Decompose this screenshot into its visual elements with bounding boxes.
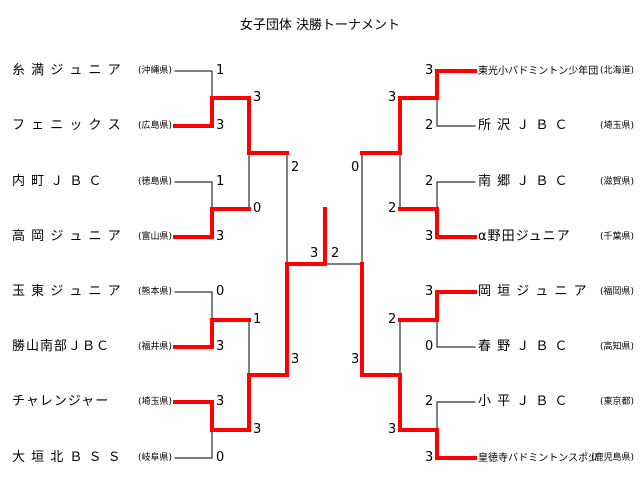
score: 2 <box>425 118 434 133</box>
team-right-6: 春 野 Ｊ Ｂ Ｃ (高知県) <box>478 339 634 355</box>
team-right-8: 皇徳寺バドミントンスポ少(鹿児島県) <box>478 450 634 466</box>
team-left-7: チャレンジャー (埼玉県) <box>12 394 172 410</box>
team-name: 糸 満 ジ ュ ニ ア <box>12 63 122 78</box>
score: 3 <box>351 352 360 367</box>
team-prefecture: (鹿児島県) <box>590 453 634 463</box>
team-prefecture: (徳島県) <box>137 177 172 187</box>
team-name: 南 郷 Ｊ Ｂ Ｃ <box>478 174 569 189</box>
score: 3 <box>425 63 434 78</box>
score: 3 <box>216 229 225 244</box>
team-prefecture: (滋賀県) <box>599 177 634 187</box>
team-right-5: 岡 垣 ジ ュ ニ ア (福岡県) <box>478 284 634 300</box>
team-name: 春 野 Ｊ Ｂ Ｃ <box>478 339 569 354</box>
team-name: 勝山南部ＪＢＣ <box>12 339 111 354</box>
team-prefecture: (富山県) <box>137 232 172 242</box>
score: 1 <box>216 63 225 78</box>
team-right-7: 小 平 Ｊ Ｂ Ｃ (東京都) <box>478 394 634 410</box>
winner-lines <box>173 69 477 460</box>
score: 3 <box>253 422 262 437</box>
team-left-1: 糸 満 ジ ュ ニ ア (沖縄県) <box>12 63 172 79</box>
team-prefecture: (沖縄県) <box>137 66 172 76</box>
score: 3 <box>388 422 397 437</box>
team-name: α野田ジュニア <box>478 229 571 244</box>
team-name: チャレンジャー <box>12 394 110 409</box>
score: 0 <box>216 450 225 465</box>
score: 3 <box>253 90 262 105</box>
final-score-left: 3 <box>310 246 319 261</box>
score: 3 <box>425 284 434 299</box>
score: 2 <box>425 174 434 189</box>
score: 2 <box>425 394 434 409</box>
score: 1 <box>253 312 262 327</box>
team-name: 岡 垣 ジ ュ ニ ア <box>478 284 588 299</box>
score: 3 <box>425 229 434 244</box>
team-left-6: 勝山南部ＪＢＣ (福井県) <box>12 339 172 355</box>
score: 3 <box>216 118 225 133</box>
score: 2 <box>388 201 397 216</box>
team-prefecture: (熊本県) <box>137 287 172 297</box>
team-name: フ ェ ニ ッ ク ス <box>12 118 122 133</box>
team-prefecture: (北海道) <box>599 66 634 76</box>
team-name: 小 平 Ｊ Ｂ Ｃ <box>478 394 569 409</box>
score: 1 <box>216 174 225 189</box>
score: 3 <box>216 339 225 354</box>
team-prefecture: (高知県) <box>599 342 634 352</box>
score: 0 <box>253 201 262 216</box>
team-name: 高 岡 ジ ュ ニ ア <box>12 229 122 244</box>
page-title: 女子団体 決勝トーナメント <box>239 18 401 33</box>
team-name: 内 町 Ｊ Ｂ Ｃ <box>12 174 103 189</box>
team-prefecture: (千葉県) <box>599 232 634 242</box>
score: 2 <box>291 160 300 175</box>
team-left-3: 内 町 Ｊ Ｂ Ｃ (徳島県) <box>12 174 172 190</box>
score: 0 <box>216 284 225 299</box>
team-prefecture: (埼玉県) <box>137 397 172 407</box>
team-prefecture: (岐阜県) <box>137 453 172 463</box>
team-name: 所 沢 Ｊ Ｂ Ｃ <box>478 118 569 133</box>
score: 0 <box>425 339 434 354</box>
team-name: 玉 東 ジ ュ ニ ア <box>12 284 122 299</box>
team-name: 大 垣 北 Ｂ Ｓ Ｓ <box>12 450 122 465</box>
score: 3 <box>216 394 225 409</box>
score: 3 <box>291 352 300 367</box>
team-right-4: α野田ジュニア (千葉県) <box>478 229 634 245</box>
team-left-2: フ ェ ニ ッ ク ス (広島県) <box>12 118 172 134</box>
team-left-8: 大 垣 北 Ｂ Ｓ Ｓ (岐阜県) <box>12 450 172 466</box>
team-prefecture: (埼玉県) <box>599 121 634 131</box>
team-right-3: 南 郷 Ｊ Ｂ Ｃ (滋賀県) <box>478 174 634 190</box>
team-left-4: 高 岡 ジ ュ ニ ア (富山県) <box>12 229 172 245</box>
team-prefecture: (福井県) <box>137 342 172 352</box>
team-right-2: 所 沢 Ｊ Ｂ Ｃ (埼玉県) <box>478 118 634 134</box>
team-name: 東光小バドミントン少年団 <box>478 66 599 77</box>
team-prefecture: (東京都) <box>599 397 634 407</box>
team-left-5: 玉 東 ジ ュ ニ ア (熊本県) <box>12 284 172 300</box>
score: 0 <box>351 160 360 175</box>
team-right-1: 東光小バドミントン少年団(北海道) <box>478 63 634 79</box>
score: 2 <box>388 312 397 327</box>
score: 3 <box>388 90 397 105</box>
final-score-right: 2 <box>331 246 340 261</box>
team-name: 皇徳寺バドミントンスポ少 <box>478 453 599 464</box>
team-prefecture: (広島県) <box>137 121 172 131</box>
score: 3 <box>425 450 434 465</box>
team-prefecture: (福岡県) <box>599 287 634 297</box>
